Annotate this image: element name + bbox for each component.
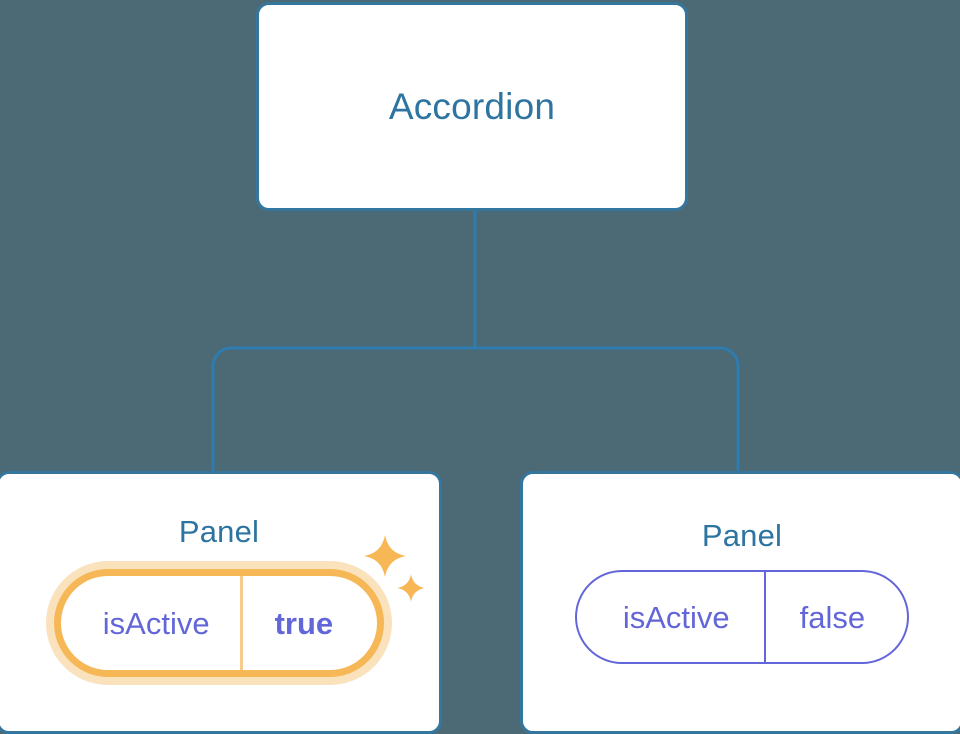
node-accordion[interactable]: Accordion xyxy=(256,2,688,211)
node-panel-inactive-title: Panel xyxy=(701,518,783,553)
node-panel-active[interactable]: Panel isActive true xyxy=(0,471,442,734)
prop-pill-value: false xyxy=(799,599,866,635)
prop-pill-divider xyxy=(763,572,766,662)
connector-bus-right xyxy=(475,346,740,474)
node-accordion-title: Accordion xyxy=(388,86,556,127)
prop-pill-key: isActive xyxy=(102,605,210,641)
prop-pill-active-wrapper: isActive true xyxy=(53,535,425,677)
node-panel-active-title: Panel xyxy=(178,514,260,549)
sparkle-large-icon xyxy=(362,533,408,579)
prop-pill-key: isActive xyxy=(622,599,730,635)
prop-pill-inactive-wrapper: isActive false xyxy=(574,570,910,664)
sparkle-small-icon xyxy=(396,573,426,603)
node-panel-inactive[interactable]: Panel isActive false xyxy=(520,471,960,734)
prop-pill-is-active-true[interactable]: isActive true xyxy=(53,569,385,677)
connector-bus-left xyxy=(211,346,475,474)
prop-pill-divider xyxy=(239,576,243,670)
prop-pill-is-active-false[interactable]: isActive false xyxy=(574,570,910,664)
prop-pill-value: true xyxy=(274,605,334,641)
